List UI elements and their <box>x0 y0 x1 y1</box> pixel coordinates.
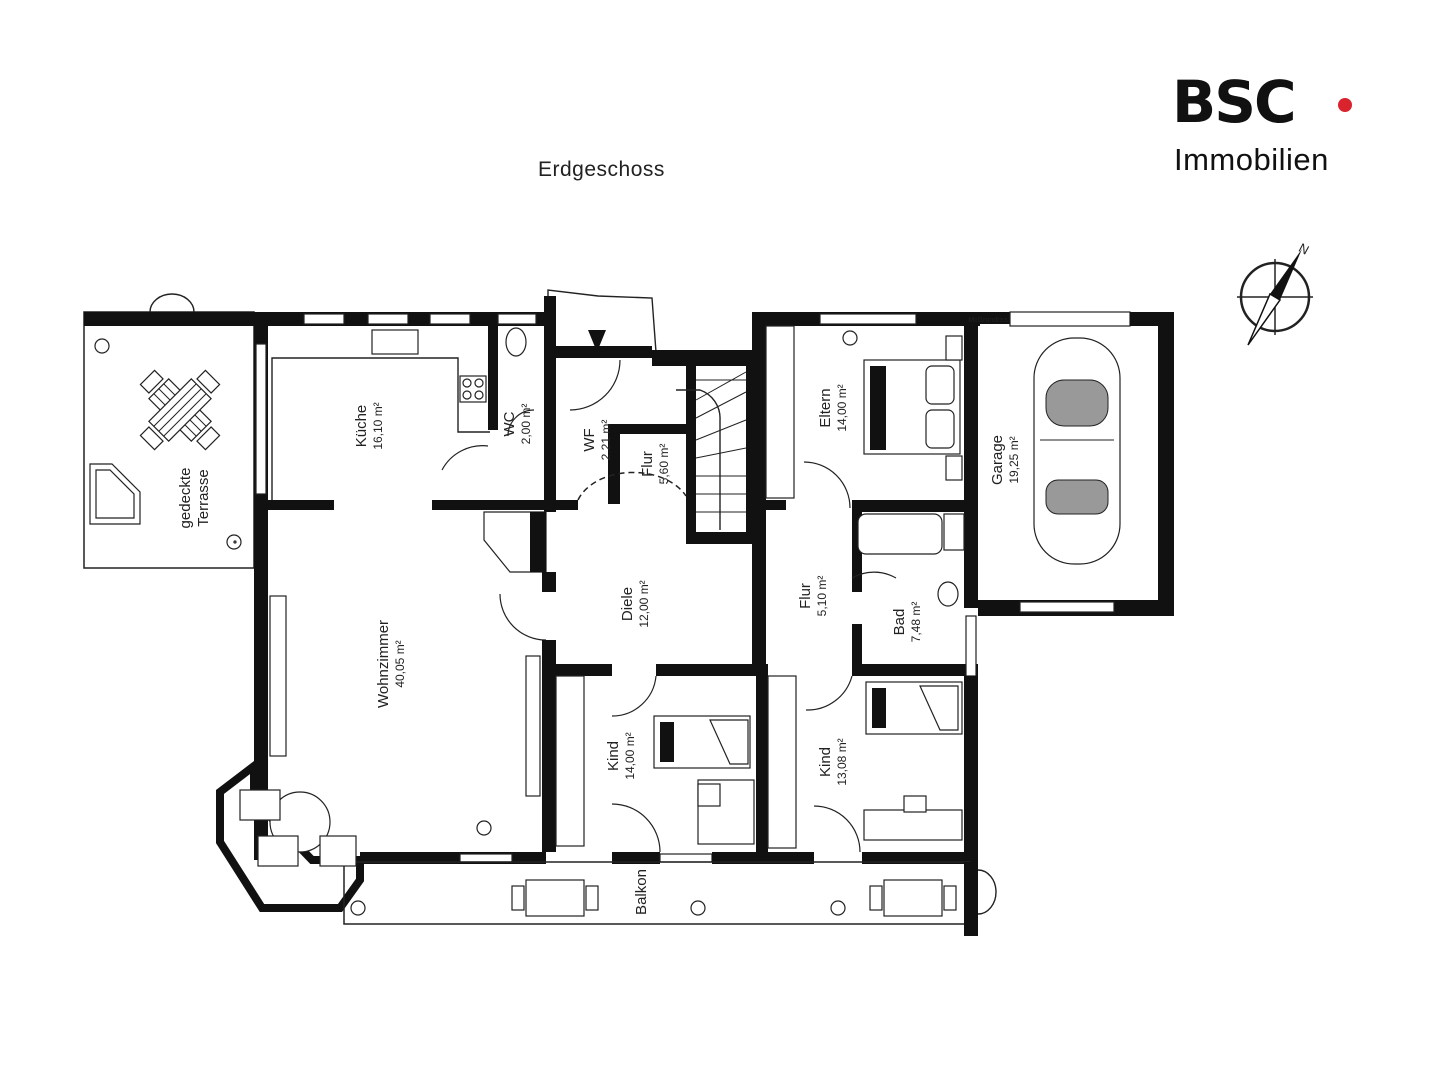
room-label-wc: WC 2,00 m² <box>501 404 533 445</box>
svg-text:WC: WC <box>501 411 518 436</box>
room-label-kueche: Küche 16,10 m² <box>353 402 385 449</box>
svg-text:Diele: Diele <box>619 587 636 621</box>
svg-text:14,00 m²: 14,00 m² <box>623 732 637 779</box>
room-label-flur-1: Flur 5,60 m² <box>639 444 671 485</box>
svg-text:Flur: Flur <box>639 451 656 477</box>
svg-text:Wohnzimmer: Wohnzimmer <box>375 620 392 708</box>
room-label-balkon: Balkon <box>633 869 650 915</box>
svg-text:WF: WF <box>581 428 598 451</box>
room-label-eltern: Eltern 14,00 m² <box>817 384 849 431</box>
svg-text:Kind: Kind <box>605 741 622 771</box>
svg-text:Bad: Bad <box>891 609 908 636</box>
svg-text:14,00 m²: 14,00 m² <box>835 384 849 431</box>
room-label-terrace: gedeckte Terrasse <box>177 468 212 529</box>
svg-text:7,48 m²: 7,48 m² <box>909 602 923 643</box>
svg-text:13,08 m²: 13,08 m² <box>835 738 849 785</box>
svg-text:19,25 m²: 19,25 m² <box>1007 436 1021 483</box>
svg-text:Küche: Küche <box>353 405 370 448</box>
svg-text:Balkon: Balkon <box>633 869 650 915</box>
svg-text:Eltern: Eltern <box>817 388 834 427</box>
logo-dot <box>1338 98 1352 112</box>
balcony-table-right <box>869 879 957 917</box>
exterior-walls <box>84 289 1174 936</box>
terrace-area <box>83 293 255 569</box>
room-label-diele: Diele 12,00 m² <box>619 580 651 627</box>
logo-subtitle: Immobilien <box>1174 142 1329 177</box>
room-label-wf: WF 2,21 m² <box>581 420 613 461</box>
svg-text:gedeckte: gedeckte <box>177 468 194 529</box>
room-label-wohnzimmer: Wohnzimmer 40,05 m² <box>375 620 407 708</box>
bed-eltern <box>863 335 963 481</box>
svg-text:40,05 m²: 40,05 m² <box>393 640 407 687</box>
svg-text:Terrasse: Terrasse <box>195 469 212 527</box>
logo-brand-text: BSC <box>1172 68 1297 136</box>
svg-text:5,10 m²: 5,10 m² <box>815 576 829 617</box>
svg-text:Garage: Garage <box>989 435 1006 485</box>
room-label-flur-2: Flur 5,10 m² <box>797 576 829 617</box>
staircase <box>676 371 747 530</box>
room-label-garage: Garage 19,25 m² <box>989 435 1021 485</box>
car-icon <box>1033 337 1121 565</box>
bed-kind2 <box>865 681 963 735</box>
company-logo: BSC Immobilien <box>1172 68 1372 186</box>
room-label-kind-2: Kind 13,08 m² <box>817 738 849 785</box>
svg-text:2,00 m²: 2,00 m² <box>519 404 533 445</box>
compass-icon: N <box>1237 240 1313 346</box>
svg-text:Kind: Kind <box>817 747 834 777</box>
room-label-bad: Bad 7,48 m² <box>891 602 923 643</box>
svg-text:12,00 m²: 12,00 m² <box>637 580 651 627</box>
svg-text:Flur: Flur <box>797 583 814 609</box>
balcony-table-left <box>511 879 599 917</box>
room-label-kind-1: Kind 14,00 m² <box>605 732 637 779</box>
floor-title: Erdgeschoss <box>538 158 665 181</box>
bed-kind1 <box>653 715 751 769</box>
svg-text:16,10 m²: 16,10 m² <box>371 402 385 449</box>
watermark-text: McGrundriss <box>968 317 1008 324</box>
svg-text:5,60 m²: 5,60 m² <box>657 444 671 485</box>
svg-text:2,21 m²: 2,21 m² <box>599 420 613 461</box>
